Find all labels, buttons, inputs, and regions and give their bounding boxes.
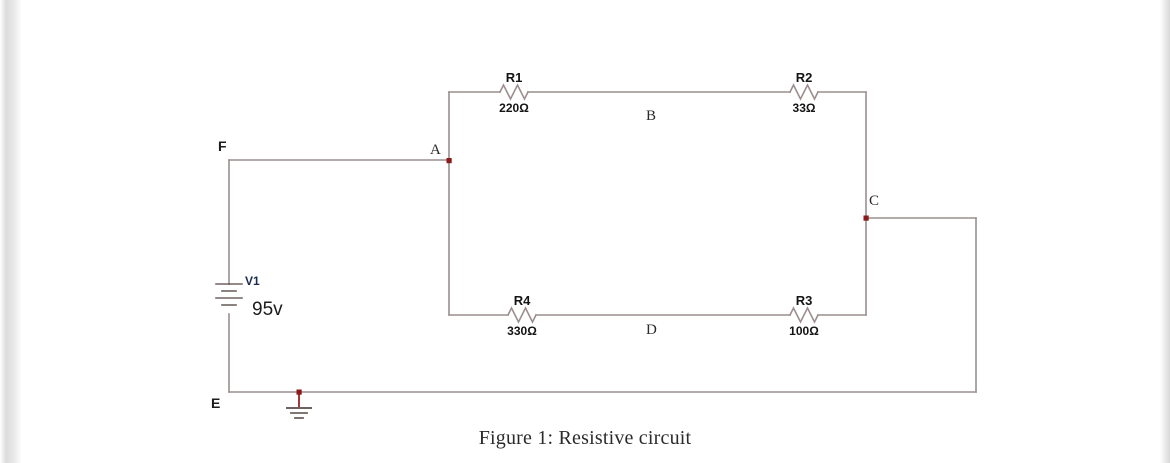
node-label-f: F: [218, 138, 227, 154]
resistor-r2-label: R2: [795, 70, 813, 85]
junction-dot-c: [863, 215, 869, 221]
resistor-r3-value: 100Ω: [789, 324, 819, 338]
resistor-r1-value: 220Ω: [499, 101, 529, 115]
node-label-b: B: [646, 108, 657, 124]
resistor-r3-symbol: [788, 306, 820, 324]
resistor-r4-label: R4: [513, 293, 531, 308]
battery-icon: [215, 283, 243, 306]
resistor-r2-symbol: [788, 83, 820, 101]
resistor-r4-value: 330Ω: [507, 324, 537, 338]
resistor-r3-label: R3: [795, 293, 813, 308]
junction-dot-ground: [296, 389, 302, 395]
figure-caption: Figure 1: Resistive circuit: [478, 427, 692, 449]
source-designator-label: V1: [245, 274, 260, 288]
ground-icon: [286, 391, 312, 419]
junction-dots: [296, 158, 869, 395]
node-label-e: E: [211, 395, 221, 411]
resistor-r1-label: R1: [505, 70, 523, 85]
junction-dot-a: [446, 158, 452, 164]
node-label-a: A: [430, 142, 441, 158]
node-label-d: D: [646, 322, 657, 338]
source-value-label: 95v: [252, 299, 283, 320]
resistor-r1-symbol: [498, 83, 530, 101]
node-label-c: C: [869, 193, 880, 209]
resistor-r4-symbol: [506, 306, 538, 324]
resistor-r2-value: 33Ω: [792, 101, 816, 115]
